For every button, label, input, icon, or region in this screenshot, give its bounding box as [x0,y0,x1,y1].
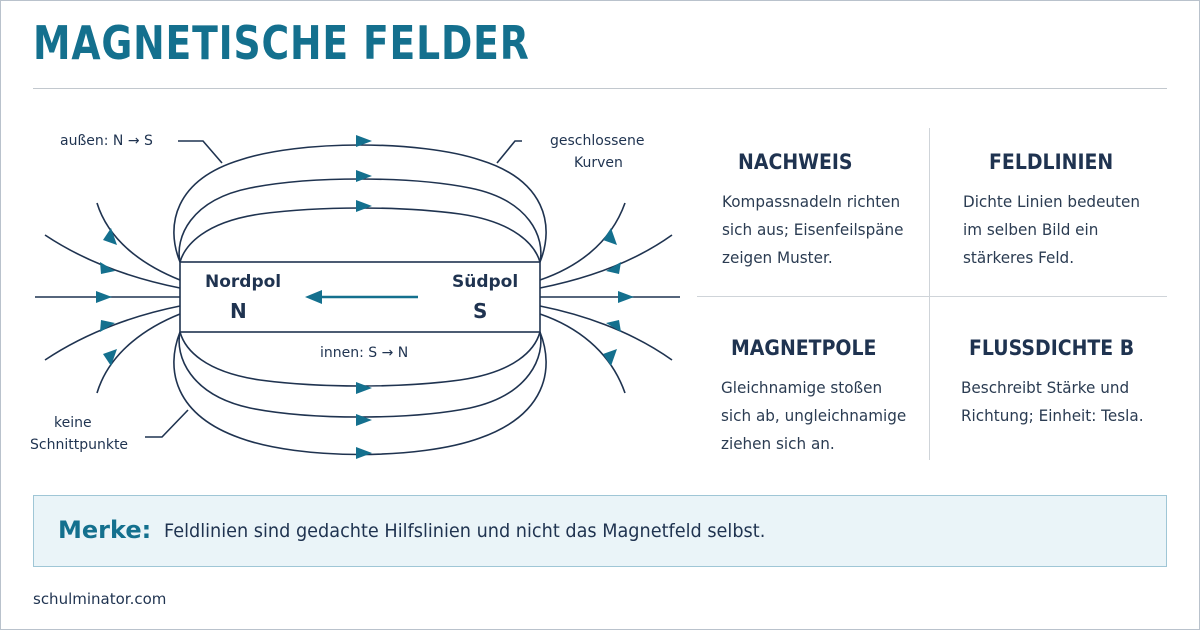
card-text: Dichte Linien bedeuten im selben Bild ei… [963,188,1140,272]
arrow-right-1 [603,228,617,245]
field-line-right-5 [539,313,626,394]
merke-box: Merke: Feldlinien sind gedachte Hilfslin… [33,495,1167,567]
arrow-left-1 [103,228,117,245]
card-line: im selben Bild ein [963,220,1099,239]
label-no-cross: keine [54,415,92,431]
card-line: sich aus; Eisenfeilspäne [722,220,904,239]
south-pole-name: Südpol [452,272,519,292]
field-line-right-1 [539,202,626,281]
arrow-right-mid [618,291,634,303]
card-feldlinien: FELDLINIEN Dichte Linien bedeuten im sel… [963,150,1149,272]
card-line: Richtung; Einheit: Tesla. [961,406,1144,425]
arrow-bottom-2 [356,414,372,426]
card-title: NACHWEIS [738,150,853,174]
field-line-left-5 [96,313,181,394]
arrow-bottom-3 [356,447,372,459]
field-line-right-4 [539,305,673,361]
field-line-upper-3 [179,207,541,263]
arrow-right-5 [603,349,617,366]
label-inside: innen: S → N [320,345,409,361]
arrow-left-5 [103,349,117,366]
card-text: Gleichnamige stoßen sich ab, ungleichnam… [721,374,906,458]
card-flussdichte: FLUSSDICHTE B Beschreibt Stärke und Rich… [961,336,1153,430]
card-line: stärkeres Feld. [963,248,1075,267]
label-closed: geschlossene [550,133,645,149]
arrow-left-mid [96,291,112,303]
field-line-right-2 [539,234,673,289]
card-text: Beschreibt Stärke und Richtung; Einheit:… [961,374,1144,430]
south-pole-letter: S [473,299,488,323]
card-line: Dichte Linien bedeuten [963,192,1141,211]
label-no-cross-2: Schnittpunkte [30,437,129,453]
grid-divider-horizontal [697,296,1167,297]
arrow-top-3 [356,200,372,212]
arrow-left-2 [100,262,115,274]
arrow-top-2 [356,170,372,182]
inner-arrow-head [305,290,322,304]
field-line-left-2 [44,234,181,289]
footer-source: schulminator.com [33,590,167,608]
title-divider [33,88,1167,89]
leader-outside [178,140,223,164]
merke-text: Feldlinien sind gedachte Hilfslinien und… [164,520,766,542]
arrow-right-2 [606,262,621,274]
field-line-left-4 [44,305,181,361]
north-pole-letter: N [230,299,247,323]
card-line: Gleichnamige stoßen [721,378,883,397]
field-line-diagram [35,135,680,459]
card-title: FELDLINIEN [989,150,1114,174]
arrow-bottom-1 [356,382,372,394]
north-pole-name: Nordpol [205,272,282,292]
card-line: Kompassnadeln richten [722,192,901,211]
card-title: MAGNETPOLE [731,336,877,360]
card-nachweis: NACHWEIS Kompassnadeln richten sich aus;… [722,150,913,272]
arrow-top-1 [356,135,372,147]
merke-label: Merke: [58,516,152,544]
arrow-right-4 [606,320,621,332]
label-closed-2: Kurven [574,155,623,171]
label-outside: außen: N → S [60,133,153,149]
card-text: Kompassnadeln richten sich aus; Eisenfei… [722,188,904,272]
card-line: Beschreibt Stärke und [961,378,1130,397]
card-line: zeigen Muster. [722,248,833,267]
field-line-left-1 [96,202,181,281]
card-title: FLUSSDICHTE B [969,336,1135,360]
leader-closed [496,140,522,164]
card-line: ziehen sich an. [721,434,835,453]
arrow-left-4 [100,320,115,332]
card-magnetpole: MAGNETPOLE Gleichnamige stoßen sich ab, … [721,336,916,458]
page-title: MAGNETISCHE FELDER [33,16,530,70]
leader-no-cross [145,409,189,438]
grid-divider-vertical [929,128,930,460]
card-line: sich ab, ungleichnamige [721,406,907,425]
